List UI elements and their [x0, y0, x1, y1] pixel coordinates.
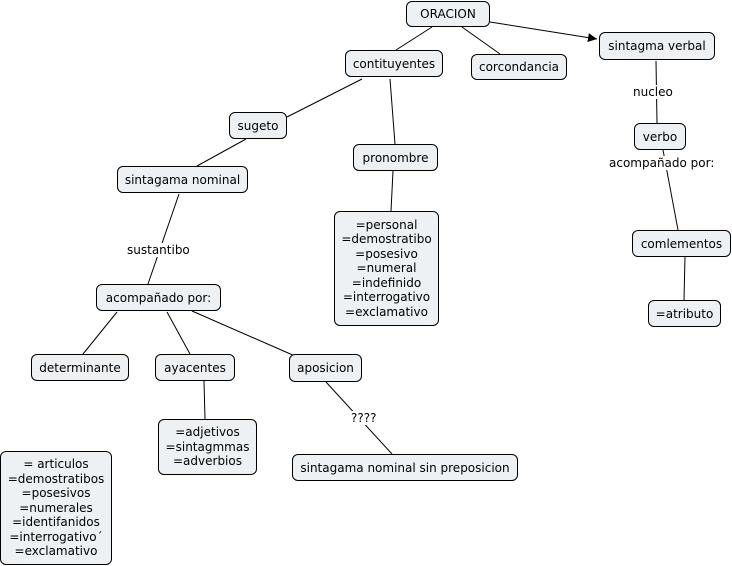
node-determinante-list[interactable]: = articulos =demostratibos =posesivos =n… [0, 451, 112, 565]
list-item: =identifanidos [12, 515, 100, 530]
node-oracion[interactable]: ORACION [406, 1, 490, 27]
link-oracion-sintagma-verbal [489, 21, 598, 43]
node-determinante[interactable]: determinante [31, 354, 129, 381]
list-item: =sintagmmas [165, 439, 250, 454]
link-acompanado-aposicion [191, 310, 296, 357]
link-constituyentes-sugeto [286, 78, 363, 118]
node-ayacentes-list[interactable]: =adjetivos =sintagmmas =adverbios [158, 419, 257, 475]
node-pronombre-list[interactable]: =personal =demostratibo =posesivo =numer… [334, 211, 439, 326]
list-item: =interrogativo´ [9, 529, 103, 544]
list-item: =numerales [19, 500, 93, 515]
node-atributo[interactable]: =atributo [648, 300, 721, 327]
list-item: =posesivo [355, 246, 418, 261]
node-sintagma-verbal[interactable]: sintagma verbal [599, 32, 715, 60]
link-constituyentes-pronombre [389, 78, 396, 145]
list-item: =adverbios [173, 454, 242, 469]
node-acompanado-por[interactable]: acompañado por: [96, 284, 221, 311]
link-acompanado-determinante [82, 311, 118, 355]
node-verbo[interactable]: verbo [634, 123, 686, 150]
link-sugeto-sintagma [196, 138, 247, 167]
list-item: =indefinido [351, 275, 422, 290]
link-ayacentes-list [203, 380, 206, 420]
node-sintagma-nominal-sin-preposicion[interactable]: sintagama nominal sin preposicion [292, 454, 518, 481]
link-sintagma-acompanado [147, 193, 180, 285]
link-oracion-constituyentes [395, 26, 433, 51]
node-aposicion[interactable]: aposicion [289, 354, 362, 382]
link-acompanado-ayacentes [166, 311, 191, 355]
link-label-verbo-acompanado: acompañado por: [608, 156, 716, 170]
list-item: =demostratibo [341, 232, 432, 247]
link-label-aposicion: ???? [350, 411, 378, 425]
link-oracion-corcondancia [461, 26, 501, 55]
node-complementos[interactable]: comlementos [632, 230, 731, 257]
link-label-nucleo: nucleo [632, 85, 674, 99]
list-item: =exclamativo [14, 544, 98, 559]
link-label-sustantibo: sustantibo [126, 243, 191, 257]
node-sintagma-nominal[interactable]: sintagama nominal [117, 166, 248, 193]
list-item: = articulos [23, 457, 89, 472]
list-item: =personal [355, 217, 418, 232]
node-pronombre[interactable]: pronombre [353, 144, 438, 171]
node-constituyentes[interactable]: contituyentes [345, 50, 443, 77]
link-complementos-atributo [683, 256, 686, 301]
link-pronombre-list [390, 170, 394, 212]
list-item: =exclamativo [345, 304, 428, 319]
node-sugeto[interactable]: sugeto [229, 112, 287, 139]
node-corcondancia[interactable]: corcondancia [471, 54, 567, 80]
node-ayacentes[interactable]: ayacentes [155, 354, 235, 381]
list-item: =numeral [356, 261, 417, 276]
list-item: =interrogativo [342, 290, 431, 305]
list-item: =posesivos [21, 486, 91, 501]
list-item: =demostratibos [7, 471, 105, 486]
list-item: =adjetivos [175, 425, 240, 440]
